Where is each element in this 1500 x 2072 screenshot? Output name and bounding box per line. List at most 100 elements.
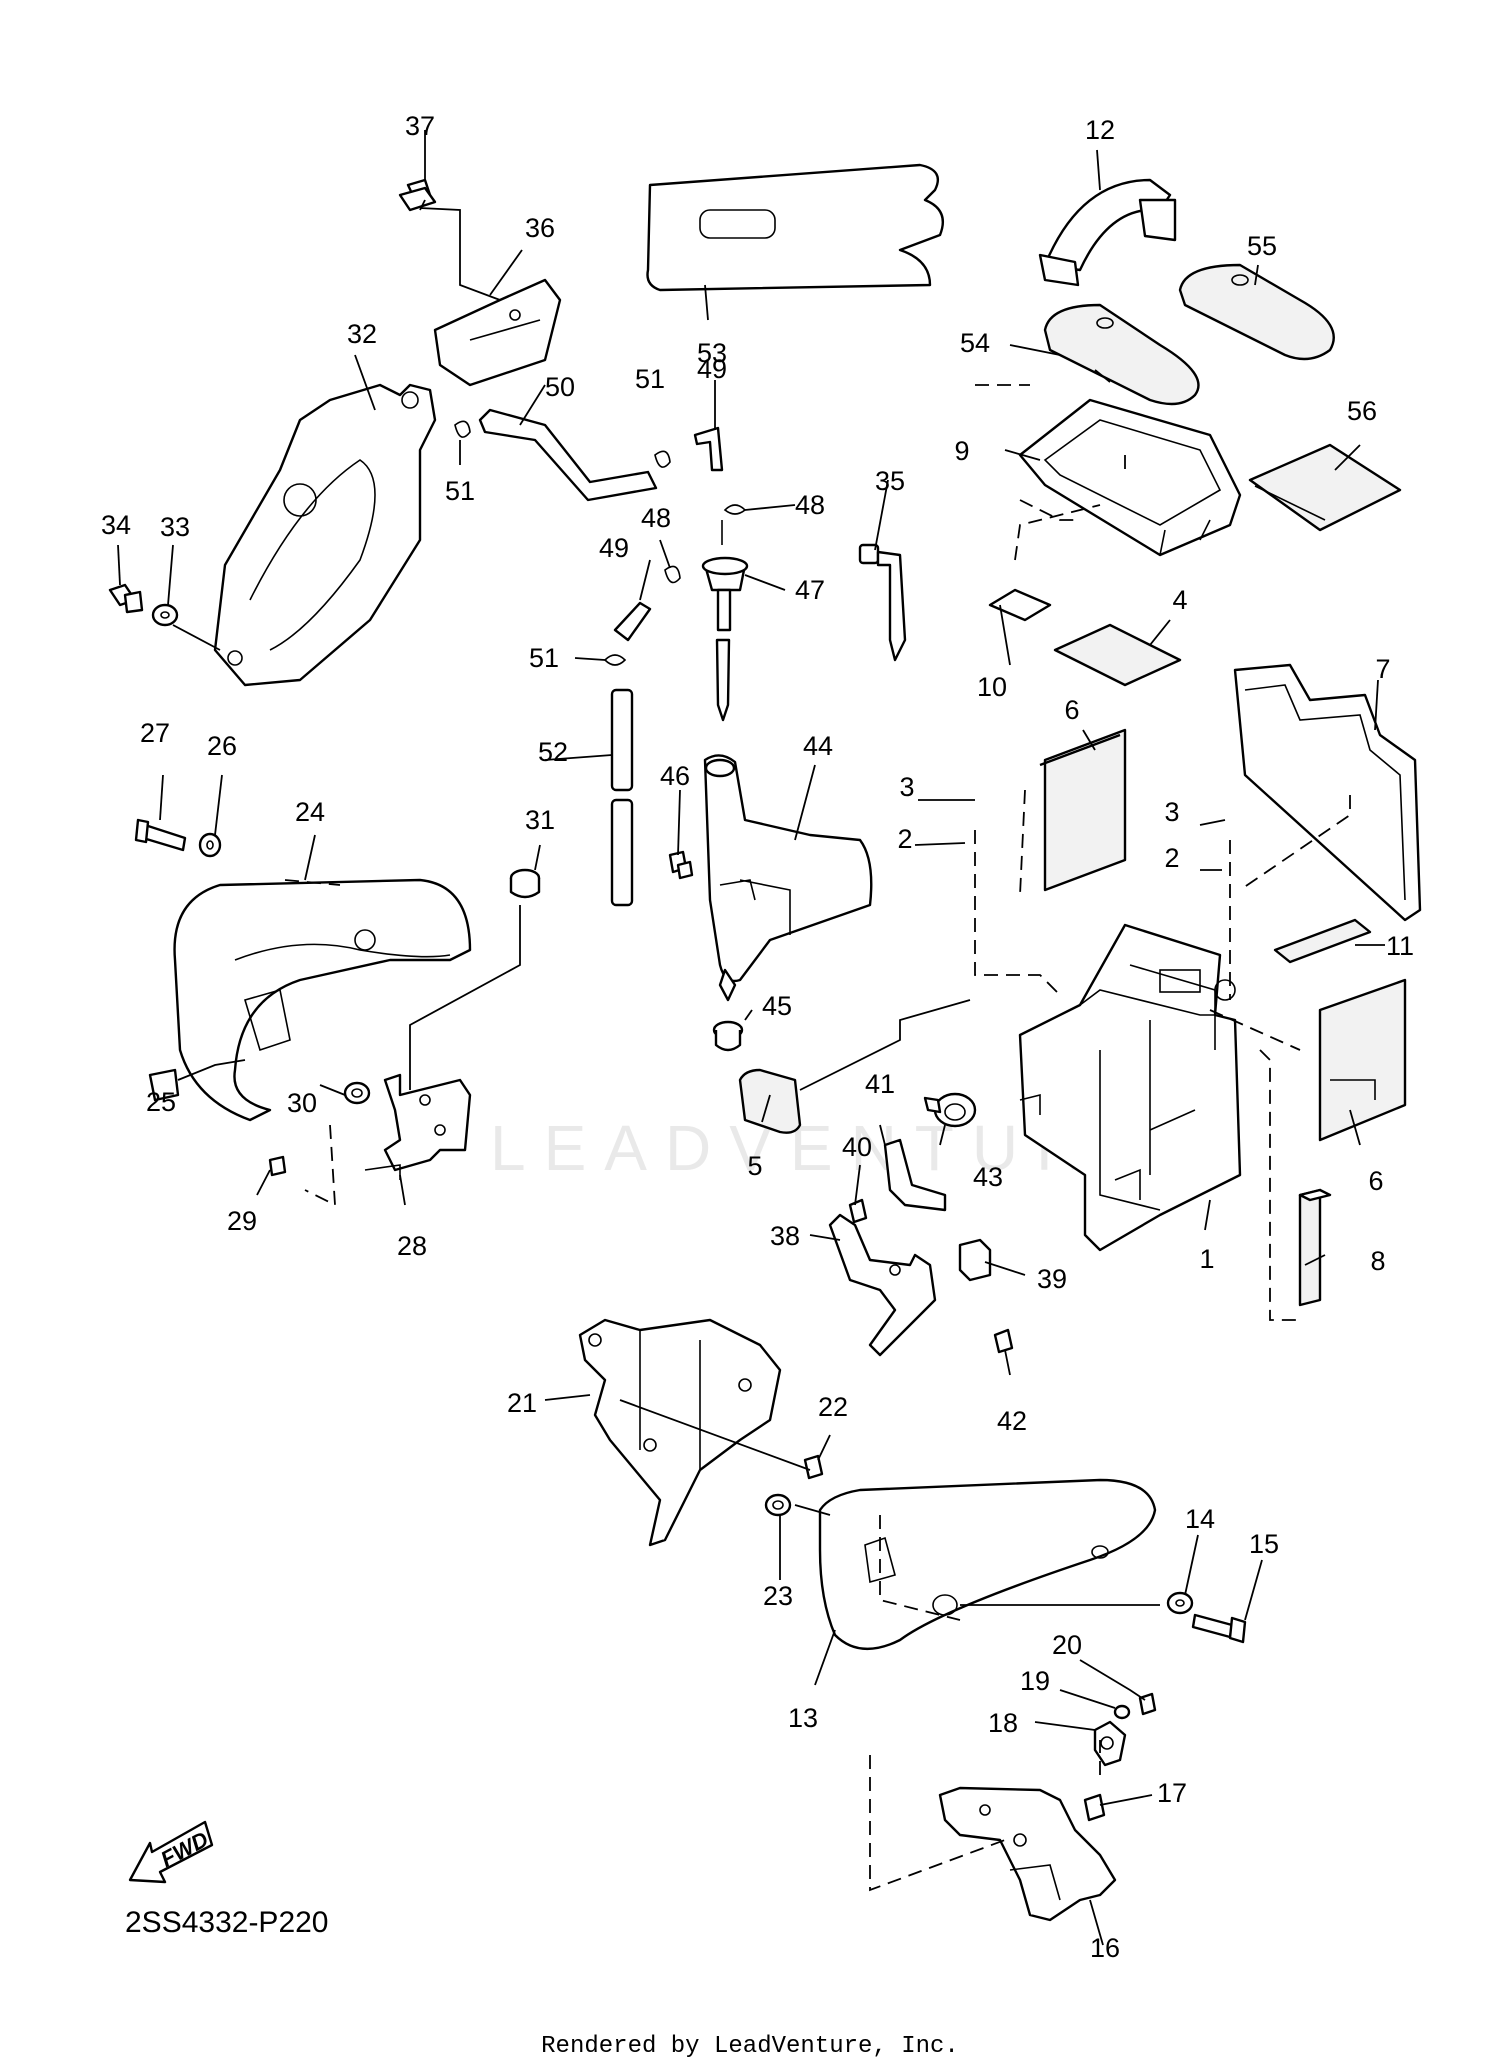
callout-31: 31 — [525, 805, 555, 835]
callout-12: 12 — [1085, 115, 1115, 145]
part-27-bolt — [134, 818, 187, 852]
callout-6b: 6 — [1368, 1166, 1383, 1196]
fwd-arrow-icon: FWD — [128, 1820, 214, 1884]
part-39-connector — [958, 1238, 992, 1282]
callout-41: 41 — [865, 1069, 895, 1099]
callout-1: 1 — [1199, 1244, 1214, 1274]
callout-19: 19 — [1020, 1666, 1050, 1696]
part-33-washer — [151, 603, 179, 627]
callout-28: 28 — [397, 1231, 427, 1261]
callout-21: 21 — [507, 1388, 537, 1418]
callout-20: 20 — [1052, 1630, 1082, 1660]
part-6-pad-lower — [1318, 978, 1407, 1142]
callout-4: 4 — [1172, 585, 1187, 615]
callout-52: 52 — [538, 737, 568, 767]
part-15-bolt — [1191, 1613, 1247, 1644]
part-40-bolt — [848, 1198, 868, 1224]
callout-38: 38 — [770, 1221, 800, 1251]
callout-6a: 6 — [1064, 695, 1079, 725]
callout-18: 18 — [988, 1708, 1018, 1738]
part-30-grommet — [343, 1081, 371, 1105]
part-48-clamp-lower — [664, 565, 681, 584]
part-49-fitting-lower — [613, 601, 652, 642]
callout-45: 45 — [762, 991, 792, 1021]
part-44-tank — [703, 754, 873, 1002]
callout-17: 17 — [1157, 1778, 1187, 1808]
callout-40: 40 — [842, 1132, 872, 1162]
part-22-bolt — [803, 1454, 824, 1480]
callout-37: 37 — [405, 111, 435, 141]
part-48-clamp-upper — [723, 504, 747, 515]
callout-27: 27 — [140, 718, 170, 748]
part-53-plate — [646, 163, 945, 292]
part-51-clamp-top — [654, 450, 671, 468]
part-10-pad — [988, 588, 1052, 622]
part-47-cap — [701, 520, 749, 722]
part-4-pad — [1053, 623, 1182, 687]
callout-14: 14 — [1185, 1504, 1215, 1534]
part-8-block — [1298, 1188, 1332, 1307]
callout-24: 24 — [295, 797, 325, 827]
part-14-washer — [1166, 1591, 1194, 1615]
callout-46: 46 — [660, 761, 690, 791]
callout-48a: 48 — [795, 490, 825, 520]
callout-22: 22 — [818, 1392, 848, 1422]
callout-10: 10 — [977, 672, 1007, 702]
callout-53: 53 — [697, 338, 727, 368]
part-21-bracket — [578, 1318, 782, 1547]
callout-9: 9 — [954, 436, 969, 466]
callout-2b: 2 — [1164, 843, 1179, 873]
part-37-bolt — [398, 178, 437, 212]
part-51-clamp-left — [454, 420, 471, 438]
part-38-bracket — [828, 1213, 937, 1357]
part-51-clamp-mid — [603, 654, 627, 666]
callout-2a: 2 — [897, 824, 912, 854]
callout-34: 34 — [101, 510, 131, 540]
part-5-pad — [738, 1068, 802, 1134]
part-34-bolt — [108, 583, 144, 614]
part-46-bolt — [668, 850, 694, 880]
callout-51c: 51 — [529, 643, 559, 673]
callout-23: 23 — [763, 1581, 793, 1611]
callout-33: 33 — [160, 512, 190, 542]
callout-48b: 48 — [641, 503, 671, 533]
render-credit: Rendered by LeadVenture, Inc. — [541, 2033, 959, 2060]
callout-42: 42 — [997, 1406, 1027, 1436]
callout-39: 39 — [1037, 1264, 1067, 1294]
callout-47: 47 — [795, 575, 825, 605]
callout-49b: 49 — [599, 533, 629, 563]
part-52-tube — [610, 688, 634, 907]
callout-51b: 51 — [445, 476, 475, 506]
callout-50: 50 — [545, 372, 575, 402]
part-18-damper — [1093, 1720, 1127, 1767]
part-42-bolt — [993, 1328, 1014, 1354]
part-12-strap — [1038, 178, 1177, 287]
callout-29: 29 — [227, 1206, 257, 1236]
callout-54: 54 — [960, 328, 990, 358]
callout-15: 15 — [1249, 1529, 1279, 1559]
callout-16: 16 — [1090, 1933, 1120, 1963]
part-26-washer — [198, 832, 222, 858]
part-49-fitting-upper — [693, 426, 724, 472]
callout-8: 8 — [1370, 1246, 1385, 1276]
part-50-hose — [478, 408, 658, 502]
part-31-grommet — [509, 868, 541, 899]
callout-25: 25 — [146, 1087, 176, 1117]
part-55-pad — [1178, 263, 1335, 361]
part-11-strip — [1273, 918, 1372, 964]
part-36-cover — [433, 278, 562, 387]
part-23-grommet — [764, 1493, 792, 1517]
part-7-sheet — [1233, 663, 1422, 922]
diagram-code: 2SS4332-P220 — [125, 1906, 329, 1939]
callout-7: 7 — [1375, 654, 1390, 684]
part-24-cover — [173, 878, 472, 1122]
part-20-bolt — [1138, 1692, 1157, 1716]
callout-5: 5 — [747, 1151, 762, 1181]
callout-55: 55 — [1247, 231, 1277, 261]
part-13-cover — [818, 1478, 1157, 1651]
part-35-tie — [858, 543, 907, 662]
part-25-sticker — [148, 1068, 180, 1102]
callout-35: 35 — [875, 466, 905, 496]
part-17-bolt — [1083, 1793, 1106, 1822]
callout-26: 26 — [207, 731, 237, 761]
